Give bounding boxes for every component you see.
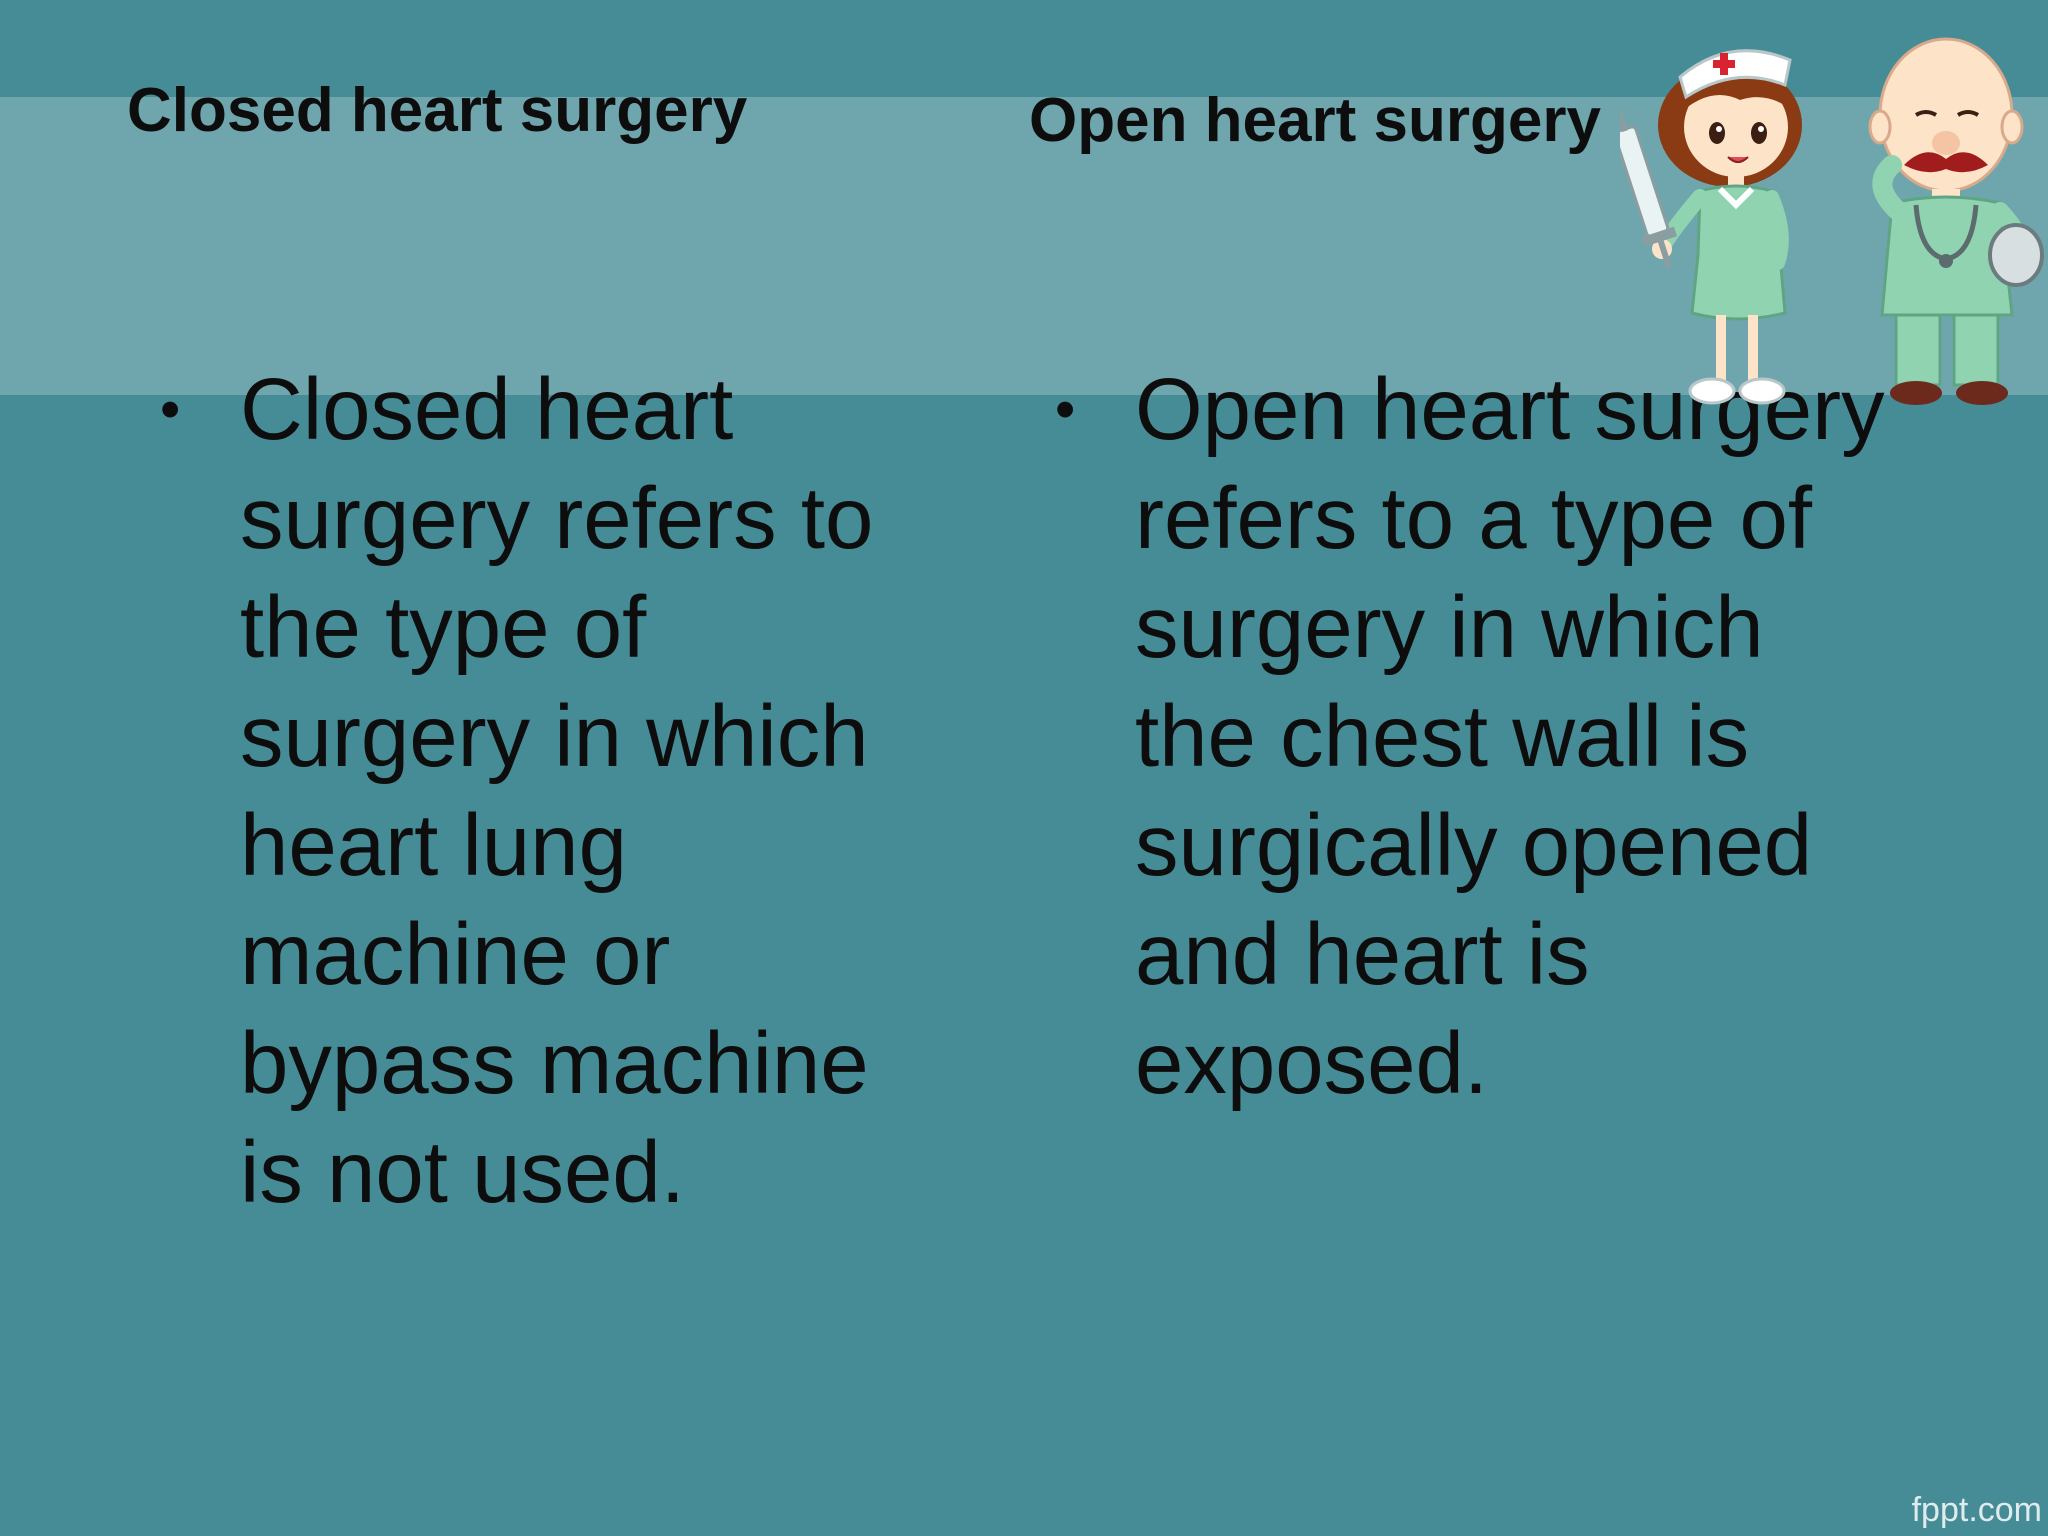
list-item: • Open heart surgery refers to a type of… [1055, 355, 1895, 1118]
open-heart-surgery-heading: Open heart surgery [1029, 86, 1601, 155]
closed-heart-surgery-heading: Closed heart surgery [127, 76, 748, 145]
list-item: • Closed heart surgery refers to the typ… [160, 355, 920, 1227]
closed-heart-surgery-list: • Closed heart surgery refers to the typ… [160, 355, 920, 1227]
bullet-icon: • [1055, 377, 1076, 442]
bullet-icon: • [160, 377, 181, 442]
doctor-figure [1868, 37, 2044, 405]
watermark: fppt.com [1911, 1491, 2042, 1529]
open-heart-surgery-list: • Open heart surgery refers to a type of… [1055, 355, 1895, 1118]
nurse-figure [1620, 49, 1802, 405]
open-heart-surgery-definition: Open heart surgery refers to a type of s… [1135, 361, 1885, 1112]
closed-heart-surgery-definition: Closed heart surgery refers to the type … [240, 361, 874, 1221]
nurse-doctor-illustration [1620, 37, 2044, 405]
